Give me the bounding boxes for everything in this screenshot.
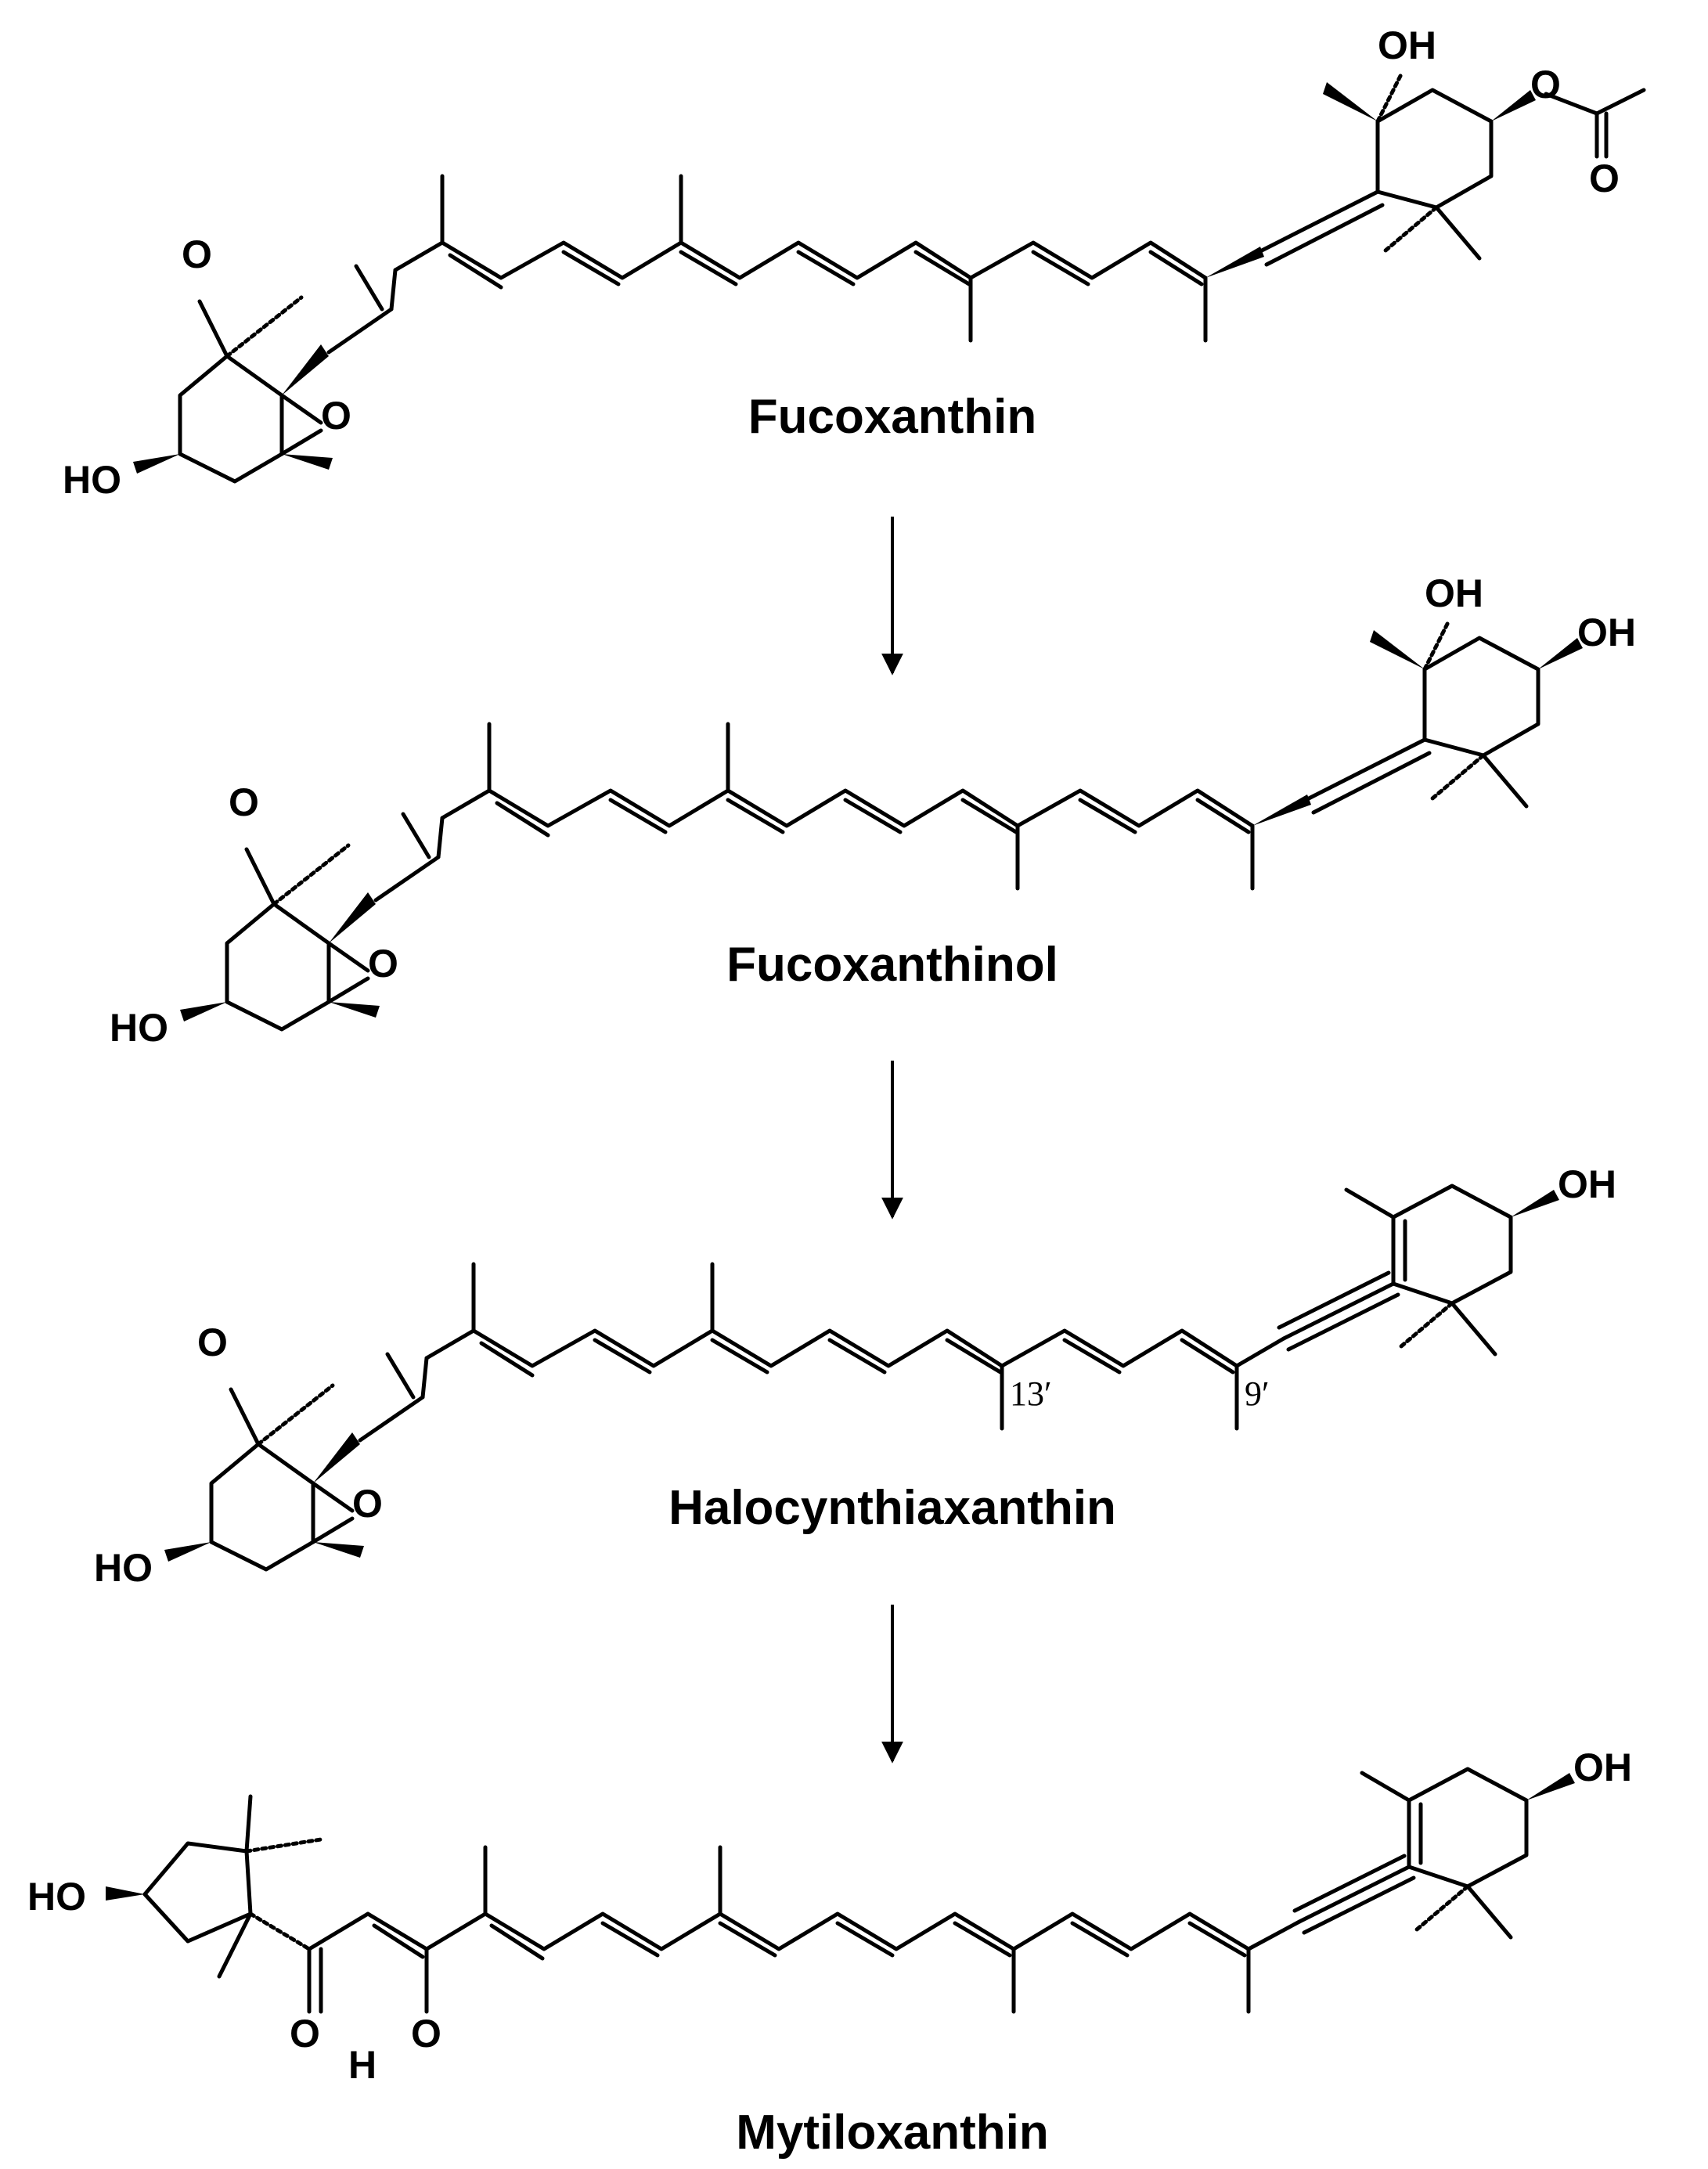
atom-o-epoxide: O bbox=[368, 942, 398, 985]
compound-name-fucoxanthinol: Fucoxanthinol bbox=[726, 938, 1058, 992]
halocynthiaxanthin-structure: O O HO OH 13′ 9′ bbox=[94, 1162, 1616, 1590]
locant-13-prime: 13′ bbox=[1010, 1375, 1052, 1413]
atom-oh: OH bbox=[1573, 1746, 1632, 1789]
atom-o-ketone: O bbox=[229, 780, 259, 824]
atom-o-carbonyl: O bbox=[1589, 157, 1620, 200]
atom-o-epoxide: O bbox=[352, 1482, 383, 1526]
atom-o-epoxide: O bbox=[321, 394, 351, 438]
mytiloxanthin-structure: HO O O H OH bbox=[27, 1746, 1632, 2087]
atom-ho: HO bbox=[110, 1006, 168, 1050]
fucoxanthinol-structure: O O HO OH OH bbox=[110, 571, 1636, 1050]
compound-name-halocynthiaxanthin: Halocynthiaxanthin bbox=[668, 1481, 1116, 1535]
atom-ho: HO bbox=[27, 1875, 86, 1919]
atom-oh: OH bbox=[1425, 571, 1483, 615]
atom-ho: HO bbox=[63, 458, 121, 502]
atom-oh: OH bbox=[1577, 611, 1636, 654]
fucoxanthin-structure: O O HO OH O O bbox=[63, 23, 1646, 502]
atom-h-bond: H bbox=[348, 2043, 377, 2087]
atom-o-ester: O bbox=[1530, 63, 1561, 106]
atom-o-ketone: O bbox=[182, 232, 212, 276]
atom-o-enol: O bbox=[411, 2012, 441, 2056]
atom-o-carbonyl: O bbox=[290, 2012, 320, 2056]
compound-name-fucoxanthin: Fucoxanthin bbox=[748, 390, 1037, 444]
atom-ho: HO bbox=[94, 1546, 153, 1590]
compound-name-mytiloxanthin: Mytiloxanthin bbox=[736, 2106, 1049, 2160]
atom-oh: OH bbox=[1378, 23, 1436, 67]
atom-o-ketone: O bbox=[197, 1320, 228, 1364]
atom-oh: OH bbox=[1558, 1162, 1616, 1206]
locant-9-prime: 9′ bbox=[1245, 1375, 1270, 1413]
